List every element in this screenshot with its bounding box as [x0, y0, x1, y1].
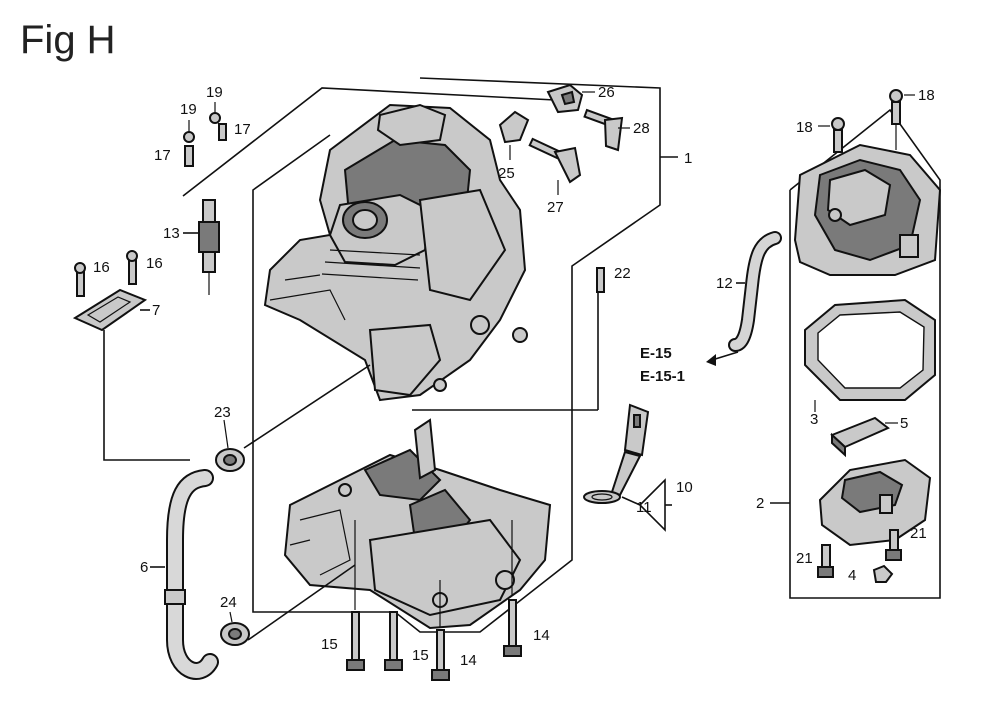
- breather-chamber: [817, 458, 932, 583]
- label-19b: 19: [206, 84, 223, 101]
- label-13: 13: [163, 225, 180, 242]
- engine-group-frame: [182, 77, 678, 633]
- label-4: 4: [848, 567, 856, 584]
- label-3: 3: [810, 411, 818, 428]
- label-5: 5: [900, 415, 908, 432]
- label-27: 27: [547, 199, 564, 216]
- label-21a: 21: [796, 550, 813, 567]
- label-21b: 21: [910, 525, 927, 542]
- clamp-24: [220, 564, 356, 646]
- label-19a: 19: [180, 101, 197, 118]
- label-1: 1: [684, 150, 692, 167]
- label-2: 2: [756, 495, 764, 512]
- label-23: 23: [214, 404, 231, 421]
- label-10: 10: [676, 479, 693, 496]
- label-16b: 16: [146, 255, 163, 272]
- label-7: 7: [152, 302, 160, 319]
- hose-12: [706, 231, 782, 366]
- callout-labels: 1 2 3 4 5 6 7 10 11 12 13 14 14 15 15 16…: [93, 84, 935, 669]
- bolts-17-19: [183, 102, 227, 167]
- label-18a: 18: [796, 119, 813, 136]
- label-18b: 18: [918, 87, 935, 104]
- clamp-23: [215, 419, 245, 472]
- label-24: 24: [220, 594, 237, 611]
- governor-parts: [498, 83, 630, 195]
- reference-labels: E-15 E-15-1: [640, 345, 685, 385]
- bolts-18: [818, 89, 915, 153]
- cover-plate: [72, 250, 190, 461]
- hose-6: [150, 469, 219, 680]
- gasket: [804, 298, 936, 412]
- breather-block: [830, 416, 898, 458]
- label-16a: 16: [93, 259, 110, 276]
- label-11: 11: [636, 499, 652, 516]
- label-28: 28: [633, 120, 650, 137]
- label-15b: 15: [412, 647, 429, 664]
- bottom-bolts: [346, 520, 522, 681]
- head-cover: [793, 143, 942, 276]
- label-14a: 14: [533, 627, 550, 644]
- cylinder-block: [263, 103, 528, 402]
- right-group-frame: [770, 108, 941, 599]
- label-25: 25: [498, 165, 515, 182]
- label-6: 6: [140, 559, 148, 576]
- pin-22: [596, 267, 605, 293]
- spark-plug: [183, 199, 220, 295]
- label-17b: 17: [234, 121, 251, 138]
- figure-title: Fig H: [20, 18, 116, 62]
- label-17a: 17: [154, 147, 171, 164]
- crankcase: [283, 418, 552, 630]
- reference-e15: E-15: [640, 345, 672, 362]
- label-15a: 15: [321, 636, 338, 653]
- label-12: 12: [716, 275, 733, 292]
- oil-dipstick: [583, 403, 672, 532]
- label-14b: 14: [460, 652, 477, 669]
- reference-e15-1: E-15-1: [640, 368, 685, 385]
- label-22: 22: [614, 265, 631, 282]
- label-26: 26: [598, 84, 615, 101]
